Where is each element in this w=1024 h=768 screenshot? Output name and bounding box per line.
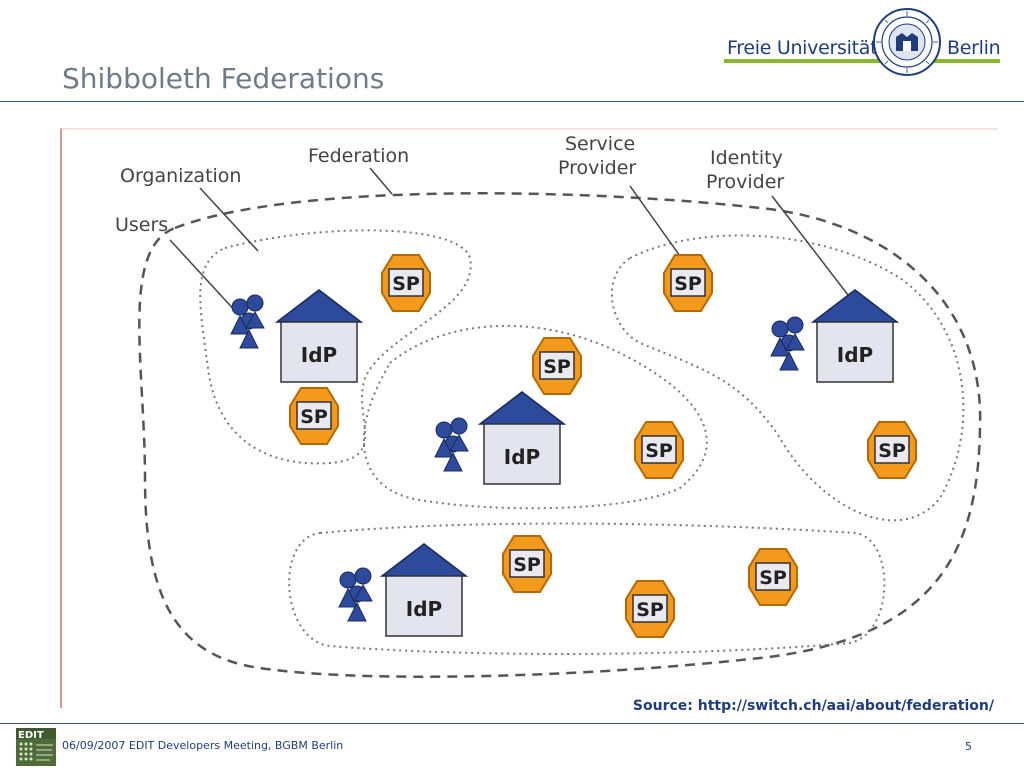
organization-boundary-2 bbox=[362, 324, 708, 510]
sp-org3-a-label: SP bbox=[674, 273, 702, 295]
logo-text-freie-universitat: Freie Universität bbox=[727, 37, 878, 59]
sp-org3-b: SP bbox=[867, 421, 917, 479]
idp-org4-label: IdP bbox=[406, 597, 442, 621]
organization-boundary-3 bbox=[611, 234, 965, 522]
sp-org4-b-label: SP bbox=[636, 599, 664, 621]
sp-org3-b-label: SP bbox=[878, 440, 906, 462]
slide-title: Shibboleth Federations bbox=[62, 62, 385, 95]
sp-org1-a: SP bbox=[381, 254, 431, 312]
users-org4 bbox=[338, 567, 373, 622]
edit-logo-icon: EDIT bbox=[16, 728, 56, 766]
users-org1 bbox=[230, 294, 265, 349]
source-citation: Source: http://switch.ch/aai/about/feder… bbox=[632, 698, 994, 714]
label-users-text: Users bbox=[115, 214, 168, 236]
label-organization-text: Organization bbox=[120, 165, 241, 187]
federation-diagram: Organization Federation Users Service Pr… bbox=[60, 128, 998, 708]
users-org2 bbox=[434, 417, 469, 472]
sp-org1-b-label: SP bbox=[300, 406, 328, 428]
idp-org3-label: IdP bbox=[837, 343, 873, 367]
federation-boundary bbox=[138, 192, 982, 678]
label-identity-provider-line2: Provider bbox=[706, 171, 784, 193]
idp-org2-label: IdP bbox=[504, 445, 540, 469]
label-identity-provider: Identity Provider bbox=[706, 147, 859, 309]
idp-org1-label: IdP bbox=[301, 343, 337, 367]
sp-org4-a-label: SP bbox=[513, 554, 541, 576]
logo-accent-bar bbox=[724, 59, 1000, 63]
page-number: 5 bbox=[965, 740, 972, 753]
label-identity-provider-line1: Identity bbox=[710, 147, 783, 169]
users-org3 bbox=[770, 316, 805, 371]
label-users: Users bbox=[115, 214, 239, 315]
sp-org1-b: SP bbox=[289, 387, 339, 445]
sp-org2-b: SP bbox=[634, 421, 684, 479]
label-service-provider-line2: Provider bbox=[558, 157, 636, 179]
sp-org4-a: SP bbox=[502, 535, 552, 593]
sp-org3-a: SP bbox=[663, 254, 713, 312]
organization-boundary-1 bbox=[199, 229, 472, 465]
sp-org2-b-label: SP bbox=[645, 440, 673, 462]
header-divider bbox=[0, 101, 1024, 102]
edit-logo-text: EDIT bbox=[18, 730, 44, 741]
label-organization: Organization bbox=[120, 165, 259, 252]
sp-org2-a: SP bbox=[532, 337, 582, 395]
logo-text-berlin: Berlin bbox=[947, 37, 1001, 59]
footer-meeting-info: 06/09/2007 EDIT Developers Meeting, BGBM… bbox=[62, 739, 344, 752]
sp-org2-a-label: SP bbox=[543, 356, 571, 378]
idp-org1: IdP bbox=[276, 289, 362, 383]
sp-org4-c-label: SP bbox=[759, 567, 787, 589]
sp-org4-b: SP bbox=[625, 580, 675, 638]
label-federation: Federation bbox=[308, 145, 409, 195]
sp-org1-a-label: SP bbox=[392, 273, 420, 295]
label-service-provider-line1: Service bbox=[565, 133, 635, 155]
idp-org3: IdP bbox=[812, 289, 898, 383]
organization-boundary-4 bbox=[288, 522, 886, 655]
university-seal-icon bbox=[873, 8, 941, 76]
sp-org4-c: SP bbox=[748, 548, 798, 606]
fu-berlin-logo: Freie Universität Berlin bbox=[724, 6, 1001, 76]
idp-org4: IdP bbox=[381, 543, 467, 637]
footer-divider bbox=[0, 723, 1024, 724]
label-federation-text: Federation bbox=[308, 145, 409, 167]
idp-org2: IdP bbox=[479, 391, 565, 485]
label-service-provider: Service Provider bbox=[558, 133, 681, 257]
